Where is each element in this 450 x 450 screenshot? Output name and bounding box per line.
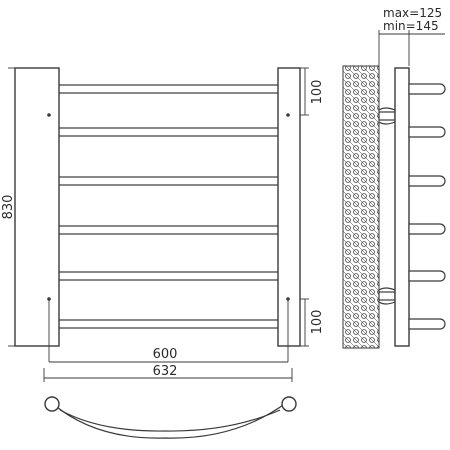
right-post xyxy=(277,67,301,347)
side-rail-2 xyxy=(408,126,446,138)
bracket-bottom xyxy=(378,291,396,301)
dimension-top-offset-label: 100 xyxy=(310,80,325,105)
wall-section xyxy=(342,65,380,349)
dimension-bottom-offset: 100 xyxy=(300,298,325,347)
dimension-height-label: 830 xyxy=(1,195,16,220)
min-distance-label: min=145 xyxy=(383,19,439,33)
rail-4 xyxy=(54,225,283,235)
rail-5 xyxy=(54,271,283,281)
mount-hole xyxy=(47,113,51,117)
side-view: max=125 min=145 xyxy=(342,6,446,349)
side-rail-4 xyxy=(408,223,446,235)
rail-1 xyxy=(54,84,283,94)
max-distance-label: max=125 xyxy=(383,6,442,20)
mount-hole xyxy=(286,113,290,117)
dimension-height: 830 xyxy=(1,67,16,347)
side-rail-1 xyxy=(408,83,446,95)
right-post-top xyxy=(281,396,297,412)
side-rail-5 xyxy=(408,270,446,282)
dimension-widths: 600 632 xyxy=(43,299,293,382)
dimension-outer-width-label: 632 xyxy=(153,364,178,379)
bracket-top xyxy=(378,111,396,121)
top-view xyxy=(44,396,297,439)
dimension-top-offset: 100 xyxy=(300,67,325,116)
side-rail-3 xyxy=(408,175,446,187)
rail-6 xyxy=(54,319,283,329)
rail-3 xyxy=(54,176,283,186)
left-post-top xyxy=(44,396,60,412)
side-post xyxy=(394,67,410,347)
dimension-bottom-offset-label: 100 xyxy=(310,310,325,335)
side-rail-6 xyxy=(408,318,446,330)
left-post xyxy=(14,67,60,347)
dimension-inner-width-label: 600 xyxy=(153,347,178,362)
rail-2 xyxy=(54,127,283,137)
front-view xyxy=(14,67,301,347)
